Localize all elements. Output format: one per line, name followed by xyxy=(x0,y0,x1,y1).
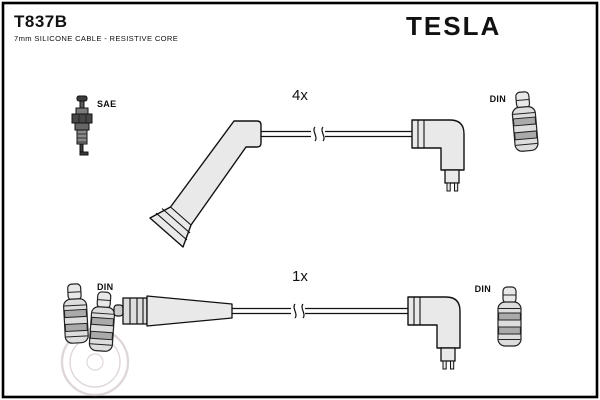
brand-logo: TESLA xyxy=(406,11,501,41)
elbow-boot-right-bottom xyxy=(407,296,461,370)
din-connector-icon xyxy=(88,290,117,353)
elbow-boot-right-top xyxy=(411,119,465,192)
din-connector-icon xyxy=(509,90,540,153)
bottom-left-connector-label: DIN xyxy=(97,282,113,292)
straight-connector-left xyxy=(113,295,233,327)
top-quantity-label: 4x xyxy=(292,87,308,104)
spark-plug-icon xyxy=(71,95,93,156)
angled-boot-left xyxy=(149,120,262,248)
din-connector-icon xyxy=(61,282,90,345)
part-number: T837B xyxy=(14,12,68,31)
cable-top xyxy=(261,126,412,142)
bottom-right-connector-label: DIN xyxy=(475,284,491,294)
top-right-connector-label: DIN xyxy=(490,94,506,104)
bottom-quantity-label: 1x xyxy=(292,268,308,285)
cable-bottom xyxy=(232,303,408,319)
top-left-connector-label: SAE xyxy=(97,99,116,109)
din-connector-icon xyxy=(497,286,522,347)
part-subtitle: 7mm SILICONE CABLE - RESISTIVE CORE xyxy=(14,34,178,43)
